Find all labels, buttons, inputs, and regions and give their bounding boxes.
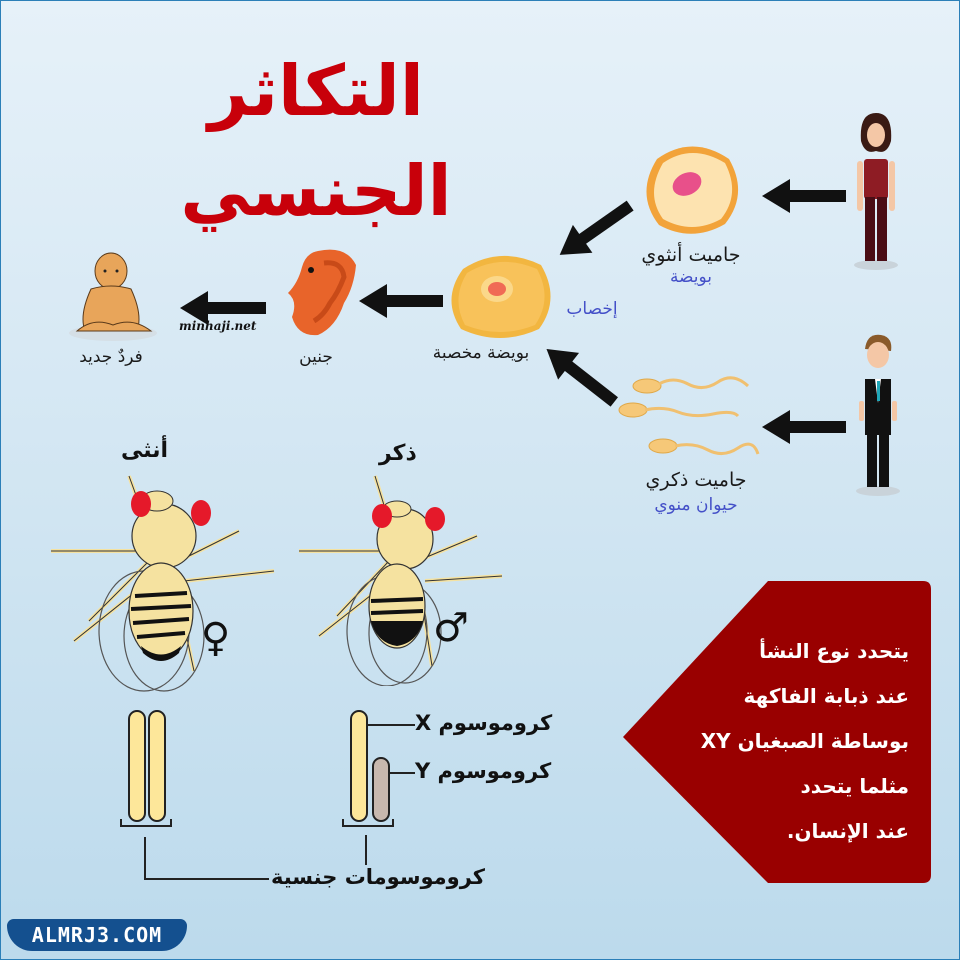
male-fruit-fly-icon: [299, 475, 503, 686]
y-pointer-line: [389, 772, 415, 774]
callout-line: عند ذبابة الفاكهة: [743, 684, 909, 708]
bracket-tick: [392, 819, 394, 827]
arrow-embryo-to-baby: [180, 291, 266, 325]
arrow-egg-to-zygote: [577, 200, 634, 245]
new-individual-label: فردٌ جديد: [79, 347, 143, 367]
female-symbol: ♀: [201, 615, 231, 661]
callout-text: يتحدد نوع النشأ عند ذبابة الفاكهة بوساطة…: [679, 629, 909, 854]
arrow-zygote-to-embryo: [359, 284, 443, 318]
bracket-tick: [120, 819, 122, 827]
female-x-chromosome-1: [128, 710, 146, 822]
sperm-cells-icon: [618, 376, 760, 455]
female-gamete-label: جاميت أنثوي: [641, 244, 741, 266]
egg-label: بويضة: [669, 267, 713, 287]
male-gamete-label: جاميت ذكري: [645, 469, 747, 491]
male-heading: ذكر: [379, 441, 417, 466]
callout-line: مثلما يتحدد: [800, 774, 910, 798]
connector-line: [144, 837, 146, 879]
embryo-label: جنين: [299, 347, 333, 367]
brand-logo[interactable]: ALMRJ3.COM: [7, 919, 187, 951]
female-bracket: [120, 825, 172, 827]
female-heading: أنثى: [121, 438, 169, 463]
arrow-sperm-to-zygote: [563, 360, 618, 407]
sex-chromosomes-label: كروموسومات جنسية: [271, 865, 485, 889]
baby-icon: [69, 252, 157, 341]
bracket-tick: [170, 819, 172, 827]
man-icon: [856, 334, 900, 496]
connector-line: [365, 835, 367, 865]
female-x-chromosome-2: [148, 710, 166, 822]
page-title: التكاثر الجنسي: [180, 50, 452, 232]
info-callout: يتحدد نوع النشأ عند ذبابة الفاكهة بوساطة…: [623, 581, 931, 883]
callout-line: عند الإنسان.: [786, 819, 909, 843]
zygote-icon: [451, 255, 551, 338]
bracket-tick: [342, 819, 344, 827]
fertilization-label: إخصاب: [566, 299, 618, 319]
sperm-label: حيوان منوي: [654, 495, 738, 515]
x-pointer-line: [367, 724, 415, 726]
x-chromosome-label: كروموسوم X: [415, 711, 553, 735]
connector-line: [144, 878, 269, 880]
male-symbol: ♂: [433, 605, 469, 651]
y-chromosome-label: كروموسوم Y: [415, 759, 552, 783]
male-y-chromosome: [372, 757, 390, 822]
egg-cell-icon: [646, 146, 739, 234]
zygote-label: بويضة مخصبة: [432, 343, 530, 363]
callout-shape: [623, 581, 931, 883]
embryo-icon: [288, 249, 356, 336]
arrow-man-to-sperm: [762, 410, 846, 444]
watermark: minhaji.net: [179, 319, 257, 333]
male-bracket: [342, 825, 394, 827]
male-x-chromosome: [350, 710, 368, 822]
callout-line: بوساطة الصبغيان XY: [700, 729, 909, 753]
arrow-woman-to-egg: [762, 179, 846, 213]
woman-icon: [854, 113, 898, 270]
callout-line: يتحدد نوع النشأ: [759, 639, 909, 663]
female-fruit-fly-icon: [51, 475, 275, 692]
